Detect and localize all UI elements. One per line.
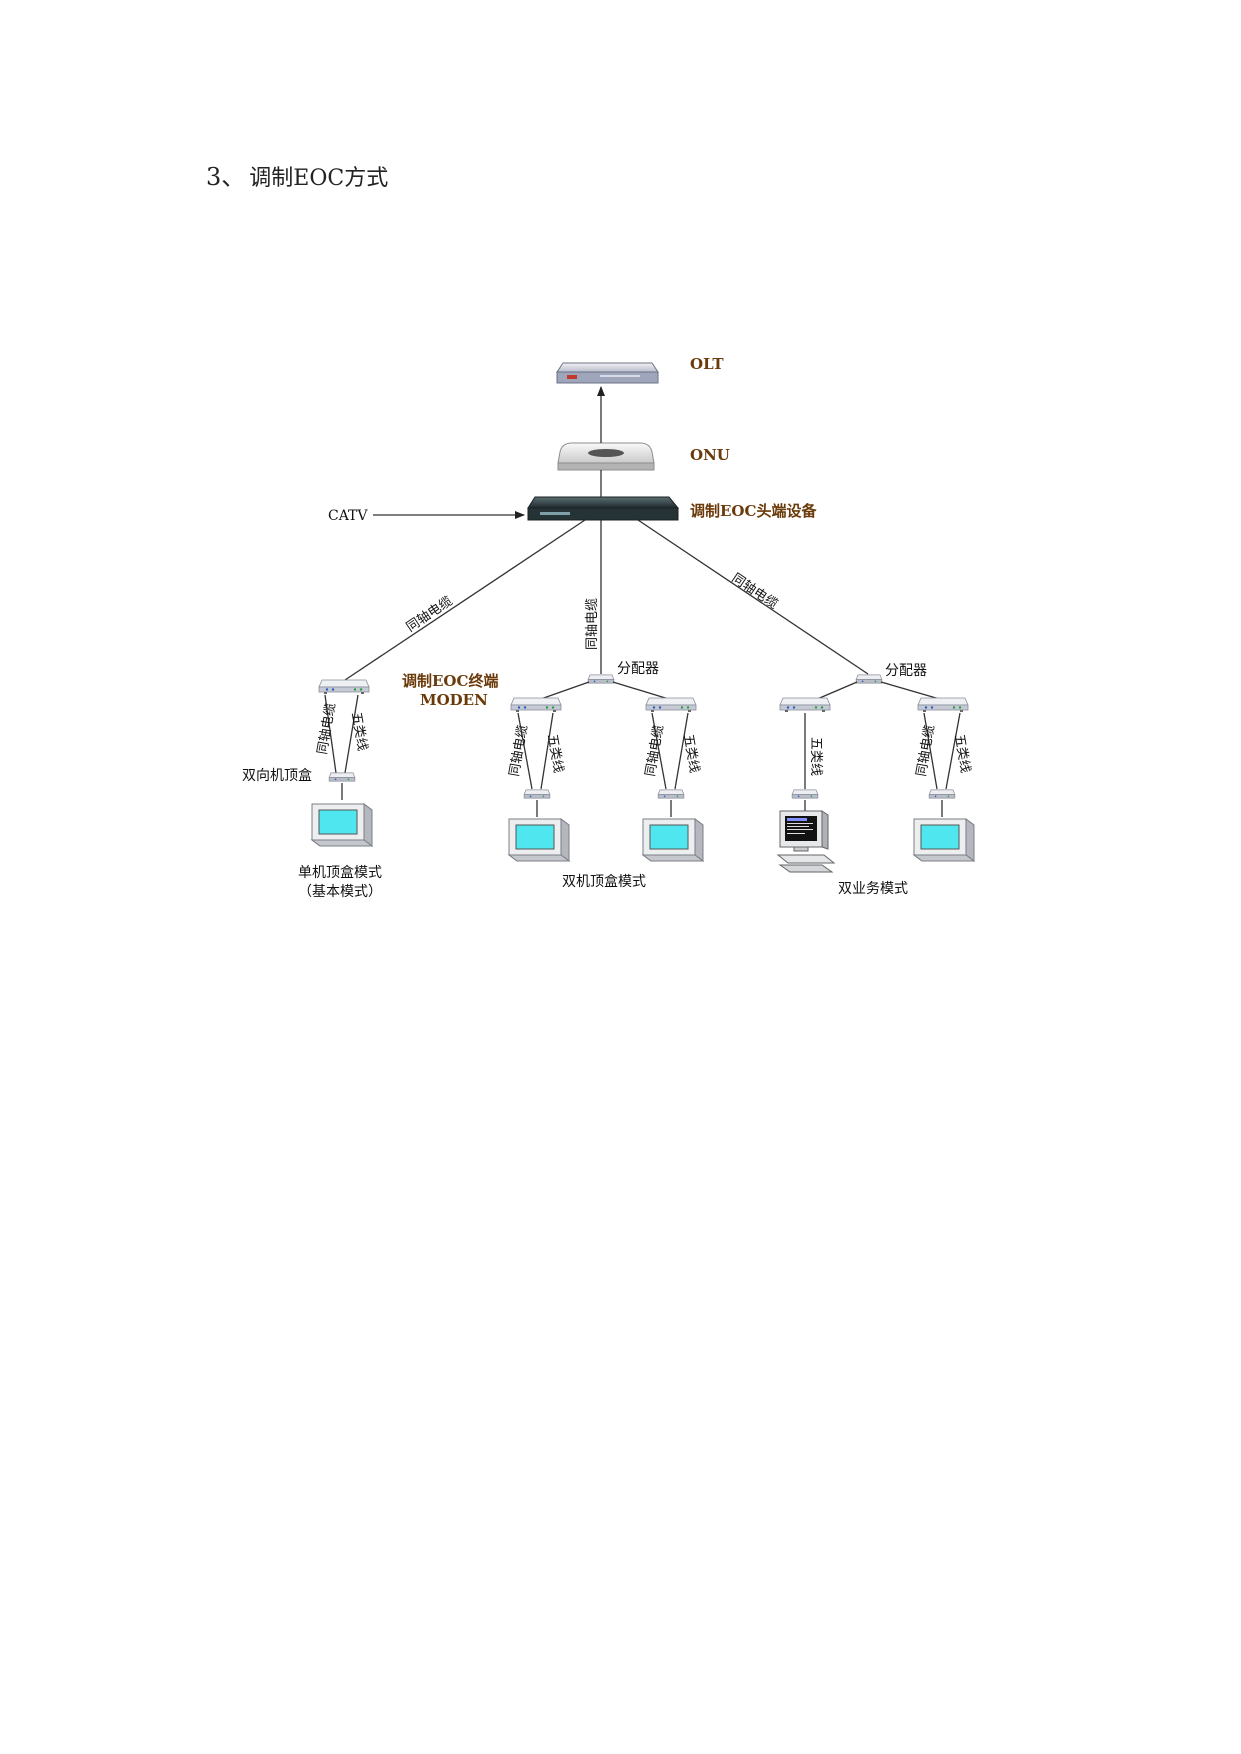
set-top-box <box>928 789 956 799</box>
eoc-modem <box>510 697 562 713</box>
twisted-pair-label: 五类线 <box>348 711 370 752</box>
set-top-box <box>657 789 685 799</box>
coax-drop-label: 同轴电缆 <box>506 724 531 778</box>
twisted-pair-drop <box>344 694 359 774</box>
head-end-label: 调制EOC头端设备 <box>690 502 817 520</box>
terminal-label-line2: MODEN <box>420 691 488 709</box>
olt-label: OLT <box>690 355 724 373</box>
coax-drop <box>923 712 938 790</box>
twisted-pair-drop <box>945 712 961 790</box>
coax-drop-label: 同轴电缆 <box>314 702 339 756</box>
coax-trunk-left <box>344 519 586 681</box>
section-heading: 3、调制EOC方式 <box>206 157 388 192</box>
coax-drop <box>517 712 533 790</box>
splitter-right <box>855 674 883 684</box>
coax-drop <box>651 712 667 790</box>
tv-icon <box>642 818 704 862</box>
coax-drop-label: 同轴电缆 <box>642 724 667 778</box>
catv-label: CATV <box>328 508 368 524</box>
splitter-middle <box>587 674 615 684</box>
splitter-label-middle: 分配器 <box>617 661 659 677</box>
tv-icon <box>913 818 975 862</box>
onu-label: ONU <box>690 446 730 464</box>
eoc-modem <box>917 697 969 713</box>
twisted-pair-label: 五类线 <box>680 733 702 774</box>
set-top-box <box>523 789 551 799</box>
branch-dual-service-pc: 五类线 <box>777 697 835 873</box>
branch-dual-stb-left: 同轴电缆 五类线 <box>506 697 570 862</box>
coax-label-middle: 同轴电缆 <box>584 598 600 650</box>
splitter-middle-to-right <box>612 681 673 701</box>
splitter-right-to-left <box>814 681 858 701</box>
twisted-pair-drop <box>540 712 554 790</box>
mode-dual-service: 双业务模式 <box>838 881 908 897</box>
network-box <box>791 789 819 799</box>
mode-dual-stb: 双机顶盒模式 <box>562 873 646 890</box>
pc-icon <box>777 810 835 873</box>
set-top-box <box>328 772 356 782</box>
eoc-head-end-device <box>527 496 680 521</box>
splitter-label-right: 分配器 <box>885 663 927 679</box>
mode-single-stb-line1: 单机顶盒模式 <box>298 864 382 881</box>
twisted-pair-label: 五类线 <box>951 733 973 774</box>
tv-icon <box>508 818 570 862</box>
onu-device <box>557 442 655 471</box>
twisted-pair-label: 五类线 <box>544 733 566 774</box>
mode-single-stb-line2: （基本模式） <box>298 883 382 900</box>
tv-icon <box>311 803 373 847</box>
coax-label-left: 同轴电缆 <box>403 593 455 635</box>
splitter-right-to-right <box>880 681 944 701</box>
terminal-label-line1: 调制EOC终端 <box>402 672 498 690</box>
splitter-middle-to-left <box>537 681 590 701</box>
eoc-modem <box>318 679 370 695</box>
twisted-pair-drop <box>674 712 689 790</box>
twisted-pair-label: 五类线 <box>808 737 823 776</box>
stb-two-way-label: 双向机顶盒 <box>242 767 312 784</box>
branch-dual-stb-right: 同轴电缆 五类线 <box>642 697 704 862</box>
section-title: 调制EOC方式 <box>249 166 389 191</box>
section-number: 3、 <box>206 163 246 191</box>
coax-drop <box>324 694 337 774</box>
eoc-modem <box>645 697 697 713</box>
eoc-modem <box>779 697 831 713</box>
coax-trunk-right <box>637 519 869 675</box>
coax-label-right: 同轴电缆 <box>729 570 781 612</box>
branch-single-stb: 同轴电缆 五类线 双向机顶盒 <box>242 679 373 847</box>
olt-device <box>556 362 659 384</box>
branch-dual-service-tv: 同轴电缆 五类线 <box>913 697 975 862</box>
